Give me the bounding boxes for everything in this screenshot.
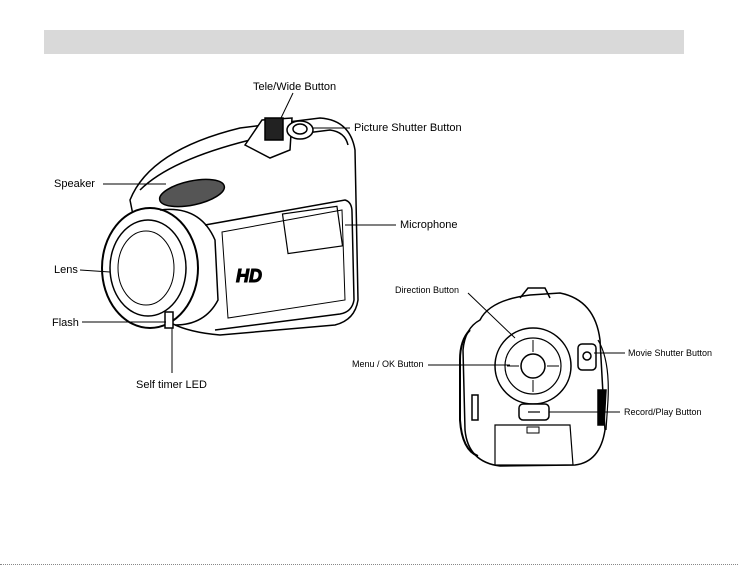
label-flash: Flash	[52, 317, 79, 329]
label-lens: Lens	[54, 264, 78, 276]
bottom-dotted-rule	[0, 564, 738, 565]
label-speaker: Speaker	[54, 178, 95, 190]
label-movie-shutter: Movie Shutter Button	[628, 348, 712, 358]
label-tele-wide: Tele/Wide Button	[253, 81, 336, 93]
label-direction: Direction Button	[395, 285, 459, 295]
label-menu-ok: Menu / OK Button	[352, 359, 424, 369]
label-self-timer: Self timer LED	[136, 379, 207, 391]
hd-badge: HD	[236, 266, 262, 286]
label-picture-shutter: Picture Shutter Button	[354, 122, 462, 134]
camcorder-side-view: HD	[102, 118, 358, 335]
label-record-play: Record/Play Button	[624, 407, 702, 417]
camcorder-rear-view	[460, 288, 608, 466]
label-microphone: Microphone	[400, 219, 457, 231]
